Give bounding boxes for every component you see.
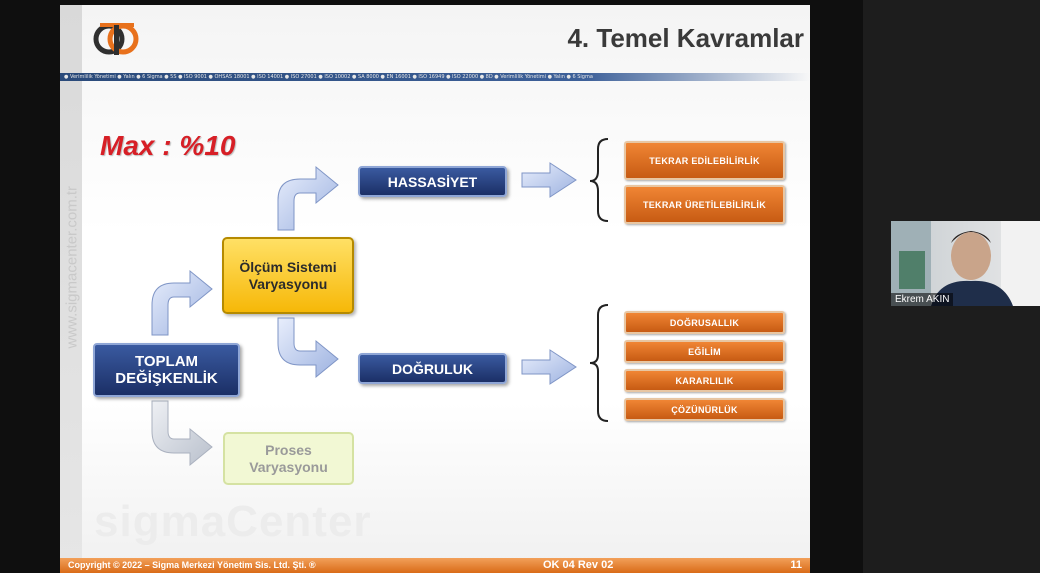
top-bar [0, 0, 1040, 5]
kararlilik-box: KARARLILIK [624, 369, 785, 392]
toplam-degiskenlik-box: TOPLAM DEĞİŞKENLİK [93, 343, 240, 397]
arrow-toplam-to-olcum [151, 269, 213, 336]
slide-header: 4. Temel Kavramlar [60, 5, 810, 75]
brace-hassasiyet [589, 138, 609, 222]
arrow-toplam-to-proses [151, 400, 213, 467]
max-label: Max : %10 [100, 130, 236, 161]
dogruluk-box: DOĞRULUK [358, 353, 507, 384]
arrow-olcum-to-hassasiyet [277, 165, 339, 231]
diagram-arrows [151, 138, 609, 467]
participant-video-icon [891, 221, 1040, 306]
olcum-sistemi-box: Ölçüm Sistemi Varyasyonu [222, 237, 354, 314]
brand-watermark: sigmaCenter [94, 497, 372, 546]
ticker-text: ● Verimlilik Yönetimi ● Yalın ● 6 Sigma … [64, 74, 593, 80]
certification-ticker: ● Verimlilik Yönetimi ● Yalın ● 6 Sigma … [60, 73, 810, 81]
participant-name-label: Ekrem AKIN [891, 293, 954, 306]
tekrar-uretilebilirlik-box: TEKRAR ÜRETİLEBİLİRLİK [624, 185, 785, 224]
left-strip [60, 5, 82, 573]
shared-slide: 4. Temel Kavramlar ● Verimlilik Yönetimi… [60, 5, 810, 573]
footer-revision: OK 04 Rev 02 [543, 559, 614, 571]
arrow-olcum-to-dogruluk [277, 317, 339, 379]
cozunurluk-box: ÇÖZÜNÜRLÜK [624, 398, 785, 421]
slide-footer: Copyright © 2022 – Sigma Merkezi Yönetim… [60, 558, 810, 573]
dogrusallik-box: DOĞRUSALLIK [624, 311, 785, 334]
hassasiyet-box: HASSASİYET [358, 166, 507, 197]
proses-varyasyonu-box: Proses Varyasyonu [223, 432, 354, 485]
footer-page-number: 11 [790, 559, 802, 571]
slide-title: 4. Temel Kavramlar [567, 23, 804, 53]
brace-dogruluk [589, 304, 609, 422]
egilim-box: EĞİLİM [624, 340, 785, 363]
arrow-hassasiyet-right [521, 162, 577, 198]
footer-copyright: Copyright © 2022 – Sigma Merkezi Yönetim… [68, 560, 316, 570]
tekrar-edilebilirlik-box: TEKRAR EDİLEBİLİRLİK [624, 141, 785, 180]
participant-video-tile[interactable]: Ekrem AKIN [891, 221, 1040, 306]
sigma-logo-icon [93, 23, 139, 55]
arrow-dogruluk-right [521, 349, 577, 385]
